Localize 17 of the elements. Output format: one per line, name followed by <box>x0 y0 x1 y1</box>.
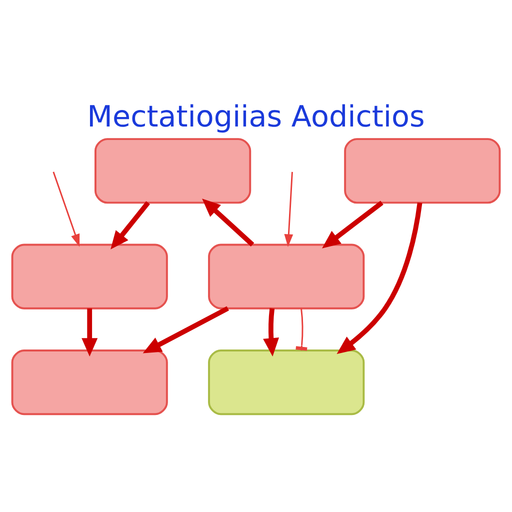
diagram-title: Mectatiogiias Aodictios <box>87 98 425 133</box>
arrow <box>142 306 229 353</box>
node-box <box>11 348 168 415</box>
connector <box>296 308 308 350</box>
node-box <box>94 138 252 204</box>
arrow <box>202 198 254 246</box>
node-box <box>344 138 501 204</box>
arrow <box>284 171 294 246</box>
arrow <box>322 200 384 248</box>
arrow <box>82 308 98 356</box>
arrow <box>263 308 280 356</box>
node-box <box>208 243 365 309</box>
arrow <box>52 171 80 246</box>
arrow <box>336 202 422 354</box>
node-box <box>208 348 365 415</box>
node-box <box>11 243 168 309</box>
arrow <box>110 200 150 249</box>
